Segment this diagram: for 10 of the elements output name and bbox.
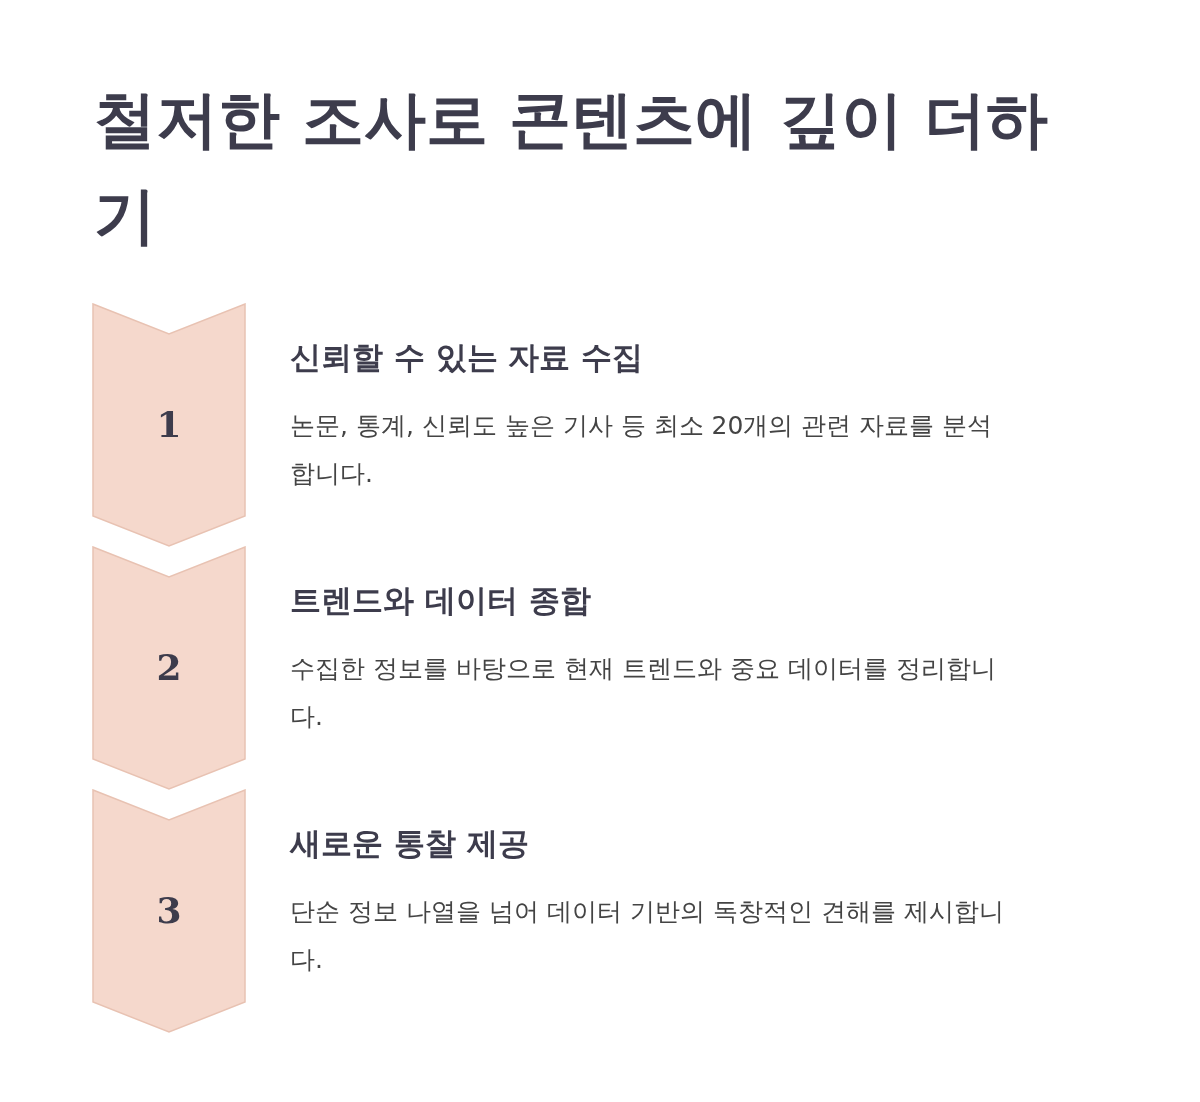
step-heading: 새로운 통찰 제공	[290, 824, 529, 863]
step-description: 단순 정보 나열을 넘어 데이터 기반의 독창적인 견해를 제시합니다.	[290, 896, 1005, 976]
step-number: 3	[155, 889, 183, 931]
step-heading: 트렌드와 데이터 종합	[290, 581, 591, 620]
step-heading: 신뢰할 수 있는 자료 수집	[290, 338, 644, 377]
step-number: 1	[155, 403, 183, 445]
step-number: 2	[155, 646, 183, 688]
step-description: 수집한 정보를 바탕으로 현재 트렌드와 중요 데이터를 정리합니다.	[290, 653, 997, 733]
diagram-title: 철저한 조사로 콘텐츠에 깊이 더하기	[94, 82, 1050, 254]
step-description: 논문, 통계, 신뢰도 높은 기사 등 최소 20개의 관련 자료를 분석합니다.	[290, 410, 994, 490]
